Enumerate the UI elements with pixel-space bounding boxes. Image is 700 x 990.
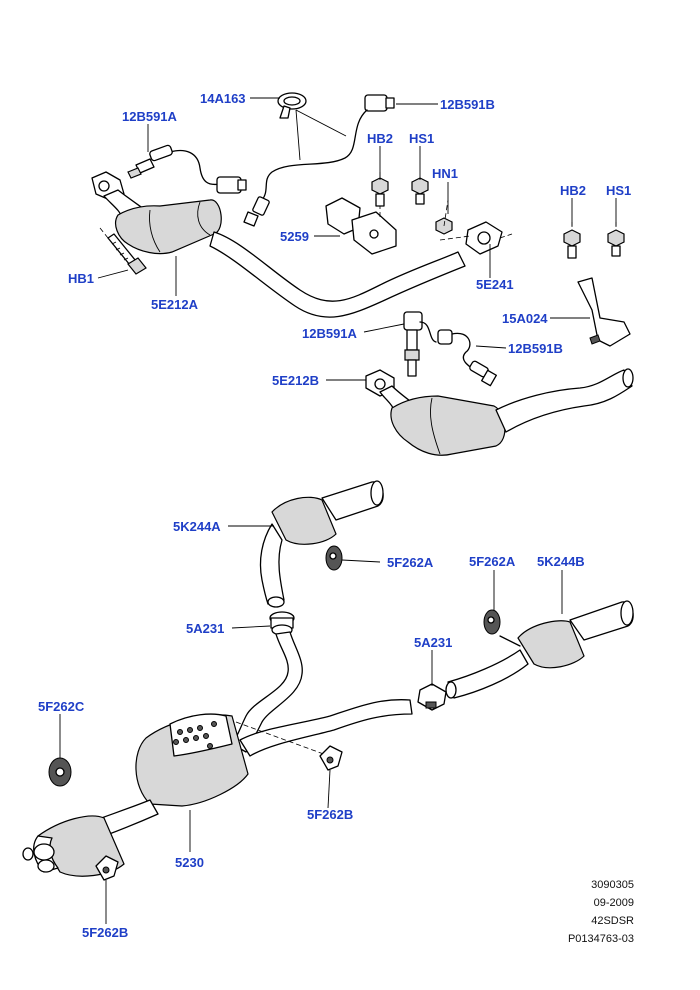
- gasket-5e241: [439, 221, 513, 255]
- oxygen-sensor-12b591b-mid: [437, 329, 497, 387]
- label-5f262a-right: 5F262A: [469, 554, 516, 569]
- bolt-hb1: [99, 227, 147, 275]
- label-5e241: 5E241: [476, 277, 514, 292]
- front-pipe-5e212b: [365, 368, 634, 456]
- label-14a163: 14A163: [200, 91, 246, 106]
- rear-muffler-5k244a: [259, 480, 384, 608]
- front-pipe-5e212a: [91, 171, 466, 318]
- clamp-5a231-right: [417, 683, 447, 711]
- rubber-mount-5f262a-right: [483, 609, 501, 635]
- drawing-id: 3090305: [591, 879, 634, 891]
- label-hn1: HN1: [432, 166, 459, 181]
- label-12b591a-top: 12B591A: [122, 109, 177, 124]
- bolt-hs1-mid: [411, 177, 429, 205]
- nut-hn1: [435, 199, 453, 235]
- label-5f262b-bottom: 5F262B: [82, 925, 129, 940]
- label-5f262a-left: 5F262A: [387, 555, 434, 570]
- label-5259: 5259: [280, 229, 309, 244]
- oxygen-sensor-12b591a-mid: [403, 311, 437, 377]
- drawing-part-ref: P0134763-03: [567, 933, 634, 945]
- label-5e212b: 5E212B: [272, 373, 319, 388]
- intermediate-pipes: [231, 631, 413, 761]
- rear-muffler-5k244b: [445, 600, 634, 699]
- drawing-date: 09-2009: [593, 897, 634, 909]
- label-12b591b-mid: 12B591B: [508, 341, 563, 356]
- leader-lines: [59, 97, 617, 924]
- label-5f262b-mid: 5F262B: [307, 807, 354, 822]
- label-5a231-right: 5A231: [414, 635, 453, 650]
- label-5e212a: 5E212A: [151, 297, 198, 312]
- harness-clip-14a163: [277, 92, 307, 119]
- rubber-mount-5f262a-left: [325, 545, 343, 571]
- label-15a024: 15A024: [502, 311, 548, 326]
- label-5k244a: 5K244A: [173, 519, 221, 534]
- label-hb2-right: HB2: [560, 183, 587, 198]
- label-5230: 5230: [175, 855, 204, 870]
- rubber-mount-5f262c: [48, 757, 72, 787]
- oxygen-sensor-12b591b-upper: [243, 94, 395, 227]
- bracket-15a024: [577, 277, 631, 347]
- centre-silencer-5230: [22, 713, 249, 877]
- perforation-pattern: [173, 721, 217, 749]
- rubber-mount-5f262b-bottom: [95, 855, 119, 881]
- label-hb2-mid: HB2: [367, 131, 394, 146]
- bracket-5259: [325, 197, 397, 255]
- label-5f262c: 5F262C: [38, 699, 85, 714]
- oxygen-sensor-12b591a-upper: [127, 144, 247, 194]
- label-hs1-right: HS1: [606, 183, 632, 198]
- bolt-hs1-right: [607, 222, 625, 257]
- label-12b591a-mid: 12B591A: [302, 326, 357, 341]
- label-hs1-mid: HS1: [409, 131, 435, 146]
- label-12b591b-top: 12B591B: [440, 97, 495, 112]
- label-hb1: HB1: [68, 271, 95, 286]
- bolt-hb2-right: [563, 222, 581, 259]
- clamp-5a231-left: [269, 611, 295, 636]
- drawing-code: 42SDSR: [591, 915, 634, 927]
- rubber-mount-5f262b-mid: [319, 745, 343, 771]
- label-5k244b: 5K244B: [537, 554, 585, 569]
- label-5a231-left: 5A231: [186, 621, 225, 636]
